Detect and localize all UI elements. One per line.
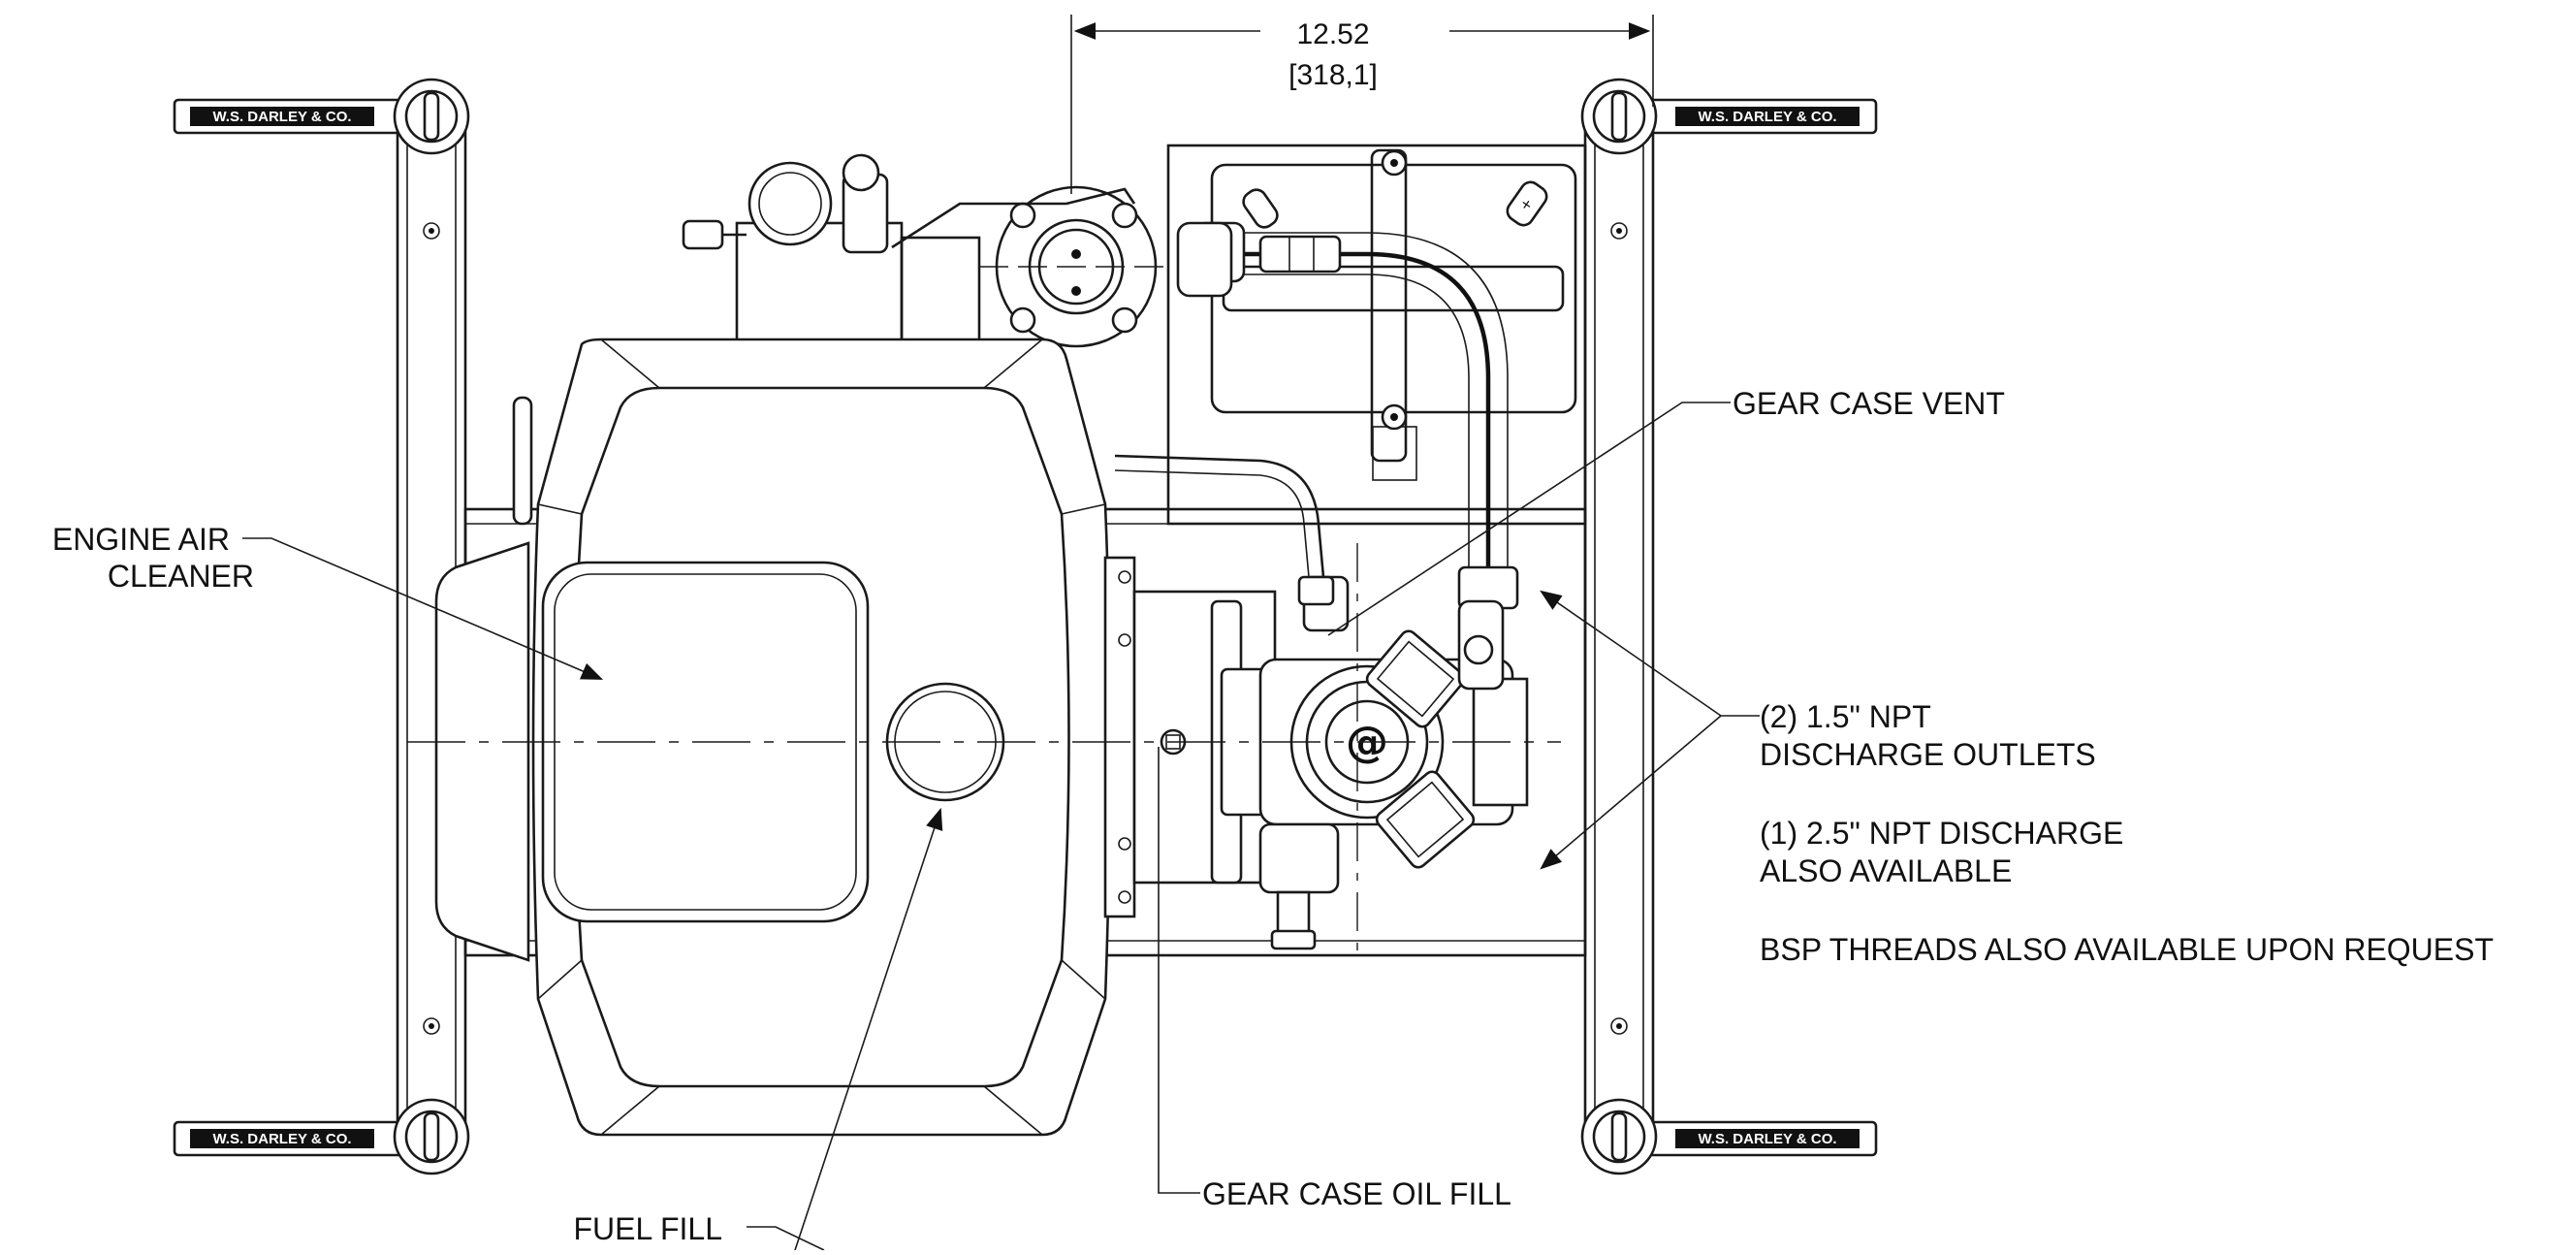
alt-discharge-label-1: (1) 2.5" NPT DISCHARGE	[1760, 816, 2123, 851]
alt-discharge-label-2: ALSO AVAILABLE	[1760, 853, 2012, 888]
gear-case-vent-label: GEAR CASE VENT	[1733, 386, 2005, 421]
svg-text:+: +	[1516, 194, 1536, 215]
callout-gear-case-vent: GEAR CASE VENT	[1327, 386, 2005, 636]
bsp-note: BSP THREADS ALSO AVAILABLE UPON REQUEST	[1760, 932, 2494, 967]
dimension-mm: [318,1]	[1288, 59, 1378, 91]
handle-branding: W.S. DARLEY & CO.	[212, 1131, 351, 1147]
engine-air-cleaner	[434, 338, 1112, 1137]
engine-air-cleaner-label-1: ENGINE AIR	[52, 522, 230, 557]
fuel-fill-label: FUEL FILL	[573, 1211, 722, 1246]
callout-engine-air-cleaner: ENGINE AIR CLEANER	[52, 522, 604, 680]
dimension-inches: 12.52	[1296, 18, 1369, 50]
outlets-label-1: (2) 1.5" NPT	[1760, 699, 1931, 734]
gear-case-and-pump: @	[1103, 454, 1529, 950]
gear-case-oil-fill-label: GEAR CASE OIL FILL	[1202, 1176, 1511, 1211]
handle-branding: W.S. DARLEY & CO.	[212, 109, 351, 125]
overall-dimension: 12.52 [318,1]	[1070, 15, 1654, 194]
callout-gear-case-oil-fill: GEAR CASE OIL FILL	[1158, 747, 1511, 1211]
engine-block	[512, 153, 1233, 526]
frame-bolt	[423, 222, 1628, 1035]
callout-fuel-fill: FUEL FILL	[573, 807, 943, 1251]
carry-handles: W.S. DARLEY & CO. W.S. DARLEY & CO. W.S.…	[173, 98, 1878, 1157]
callout-discharge-outlets: (2) 1.5" NPT DISCHARGE OUTLETS (1) 2.5" …	[1540, 590, 2494, 967]
handle-pivot-knobs	[393, 78, 1658, 1175]
rear-mount-panel: +	[1166, 144, 1587, 526]
handle-branding: W.S. DARLEY & CO.	[1698, 109, 1836, 125]
engine-air-cleaner-label-2: CLEANER	[108, 559, 254, 594]
handle-branding: W.S. DARLEY & CO.	[1698, 1131, 1836, 1147]
outlets-label-2: DISCHARGE OUTLETS	[1760, 737, 2096, 772]
discharge-hose	[1193, 221, 1519, 610]
